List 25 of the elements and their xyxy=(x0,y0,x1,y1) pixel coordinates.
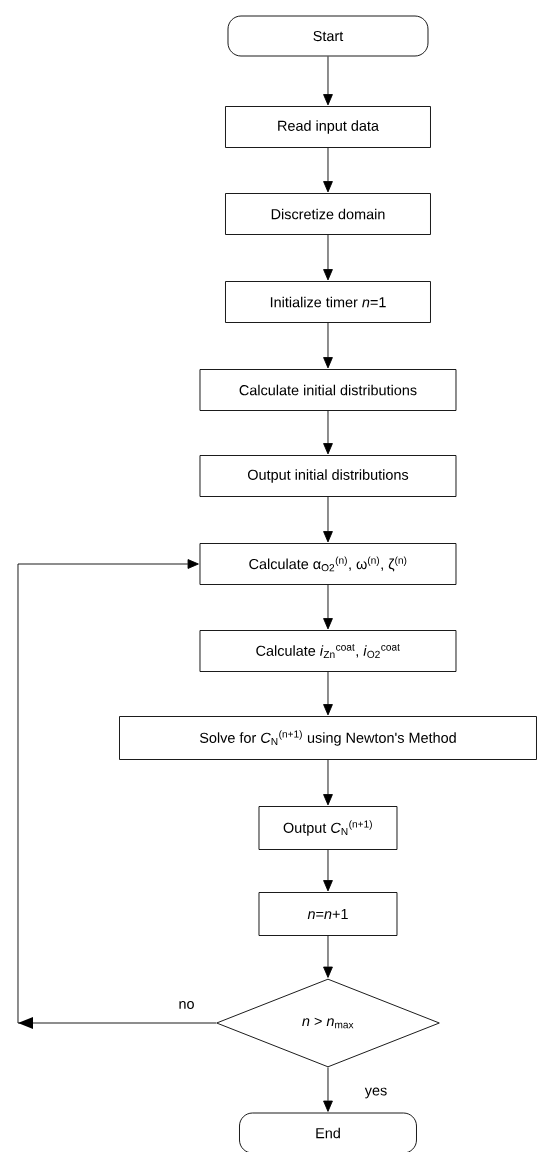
arrow xyxy=(323,147,333,193)
process-box: Calculate initial distributions xyxy=(199,369,457,411)
arrow xyxy=(323,584,333,630)
process-box: n=n+1 xyxy=(258,892,398,936)
process-box: Solve for C$_{N}$$^{(n+1)}$ using Newton's Method xyxy=(119,716,537,760)
arrow xyxy=(323,759,333,806)
process-box: Calculate α$_{O2}$$^{(n)}$, ω$^{(n)}$, ζ$^{(n)}$ xyxy=(199,543,457,585)
edge-label: no xyxy=(177,1000,196,1010)
arrow xyxy=(323,56,333,106)
arrow xyxy=(323,1067,333,1112)
process-box: Read input data xyxy=(225,106,431,148)
arrow xyxy=(323,496,333,543)
arrow xyxy=(323,671,333,716)
arrow xyxy=(323,234,333,281)
process-box: Discretize domain xyxy=(225,193,431,235)
process-box: Output initial distributions xyxy=(199,455,457,497)
arrow xyxy=(323,849,333,892)
arrow xyxy=(323,322,333,369)
edge-label: yes xyxy=(363,1086,389,1100)
arrow xyxy=(17,559,217,1029)
arrow xyxy=(323,410,333,455)
process-box: Output C$_{N}$(n+1) xyxy=(258,806,398,850)
process-box: Calculate i$_{Zn}$$^{coat}$, i$_{O2}$coat xyxy=(199,630,457,672)
process-box: Initialize timer n=1 xyxy=(225,281,431,323)
arrow xyxy=(323,935,333,978)
